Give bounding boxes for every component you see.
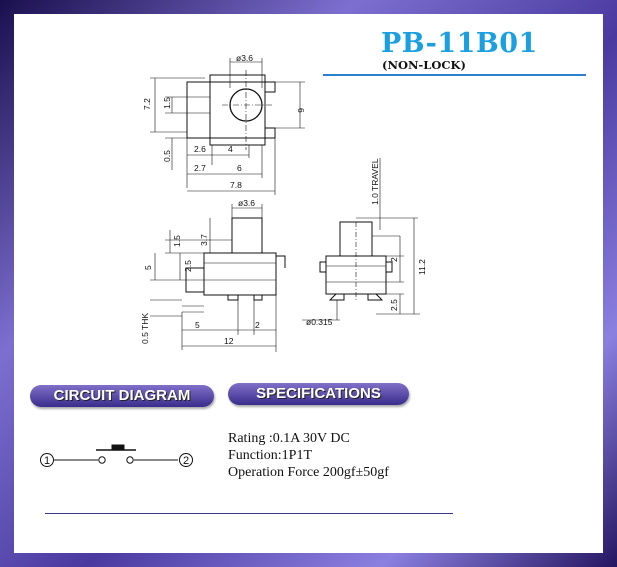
front-dim-2-5: 2.5 <box>183 260 193 272</box>
front-dim-thickness: 0.5 THK <box>140 313 150 344</box>
side-dim-2-5: 2.5 <box>389 299 399 311</box>
spec-operation-force: Operation Force 200gf±50gf <box>228 465 389 480</box>
side-view <box>302 158 420 321</box>
top-dim-2-6: 2.6 <box>194 144 206 154</box>
pin-1-label: 1 <box>44 455 50 467</box>
top-dim-6: 6 <box>296 108 306 113</box>
top-view <box>150 58 305 195</box>
side-dim-pin-diameter: ø0.315 <box>306 317 333 327</box>
side-dim-11-2: 11.2 <box>417 259 427 275</box>
front-dim-3-7: 3.7 <box>199 234 209 246</box>
top-dim-7-2: 7.2 <box>142 98 152 110</box>
front-view <box>150 204 286 352</box>
side-dim-travel: 1.0 TRAVEL <box>370 158 380 205</box>
pin-2-label: 2 <box>183 455 189 467</box>
spec-function: Function:1P1T <box>228 448 313 463</box>
product-title: PB-11B01 <box>381 28 538 59</box>
front-dim-5b: 5 <box>195 320 200 330</box>
top-dim-1-5: 1.5 <box>162 97 172 109</box>
side-dim-2: 2 <box>389 257 399 262</box>
circuit-diagram-heading: CIRCUIT DIAGRAM <box>30 385 214 407</box>
front-dim-5: 5 <box>143 265 153 270</box>
bottom-divider <box>45 513 453 514</box>
specifications-heading: SPECIFICATIONS <box>228 383 409 405</box>
top-dim-2-7: 2.7 <box>194 163 206 173</box>
title-underline <box>323 74 586 76</box>
front-dim-1-5: 1.5 <box>172 235 182 247</box>
top-dim-diameter: ø3.6 <box>236 53 253 63</box>
spec-rating: Rating :0.1A 30V DC <box>228 431 350 446</box>
top-dim-6b: 6 <box>237 163 242 173</box>
front-dim-12: 12 <box>224 336 234 346</box>
circuit-diagram <box>40 444 193 467</box>
content-panel <box>14 14 603 553</box>
product-subtitle: (NON-LOCK) <box>382 58 466 72</box>
top-dim-7-8: 7.8 <box>230 180 242 190</box>
front-dim-2: 2 <box>255 320 260 330</box>
top-dim-0-5: 0.5 <box>162 150 172 162</box>
top-dim-4: 4 <box>228 144 233 154</box>
front-dim-diameter: ø3.6 <box>238 198 255 208</box>
